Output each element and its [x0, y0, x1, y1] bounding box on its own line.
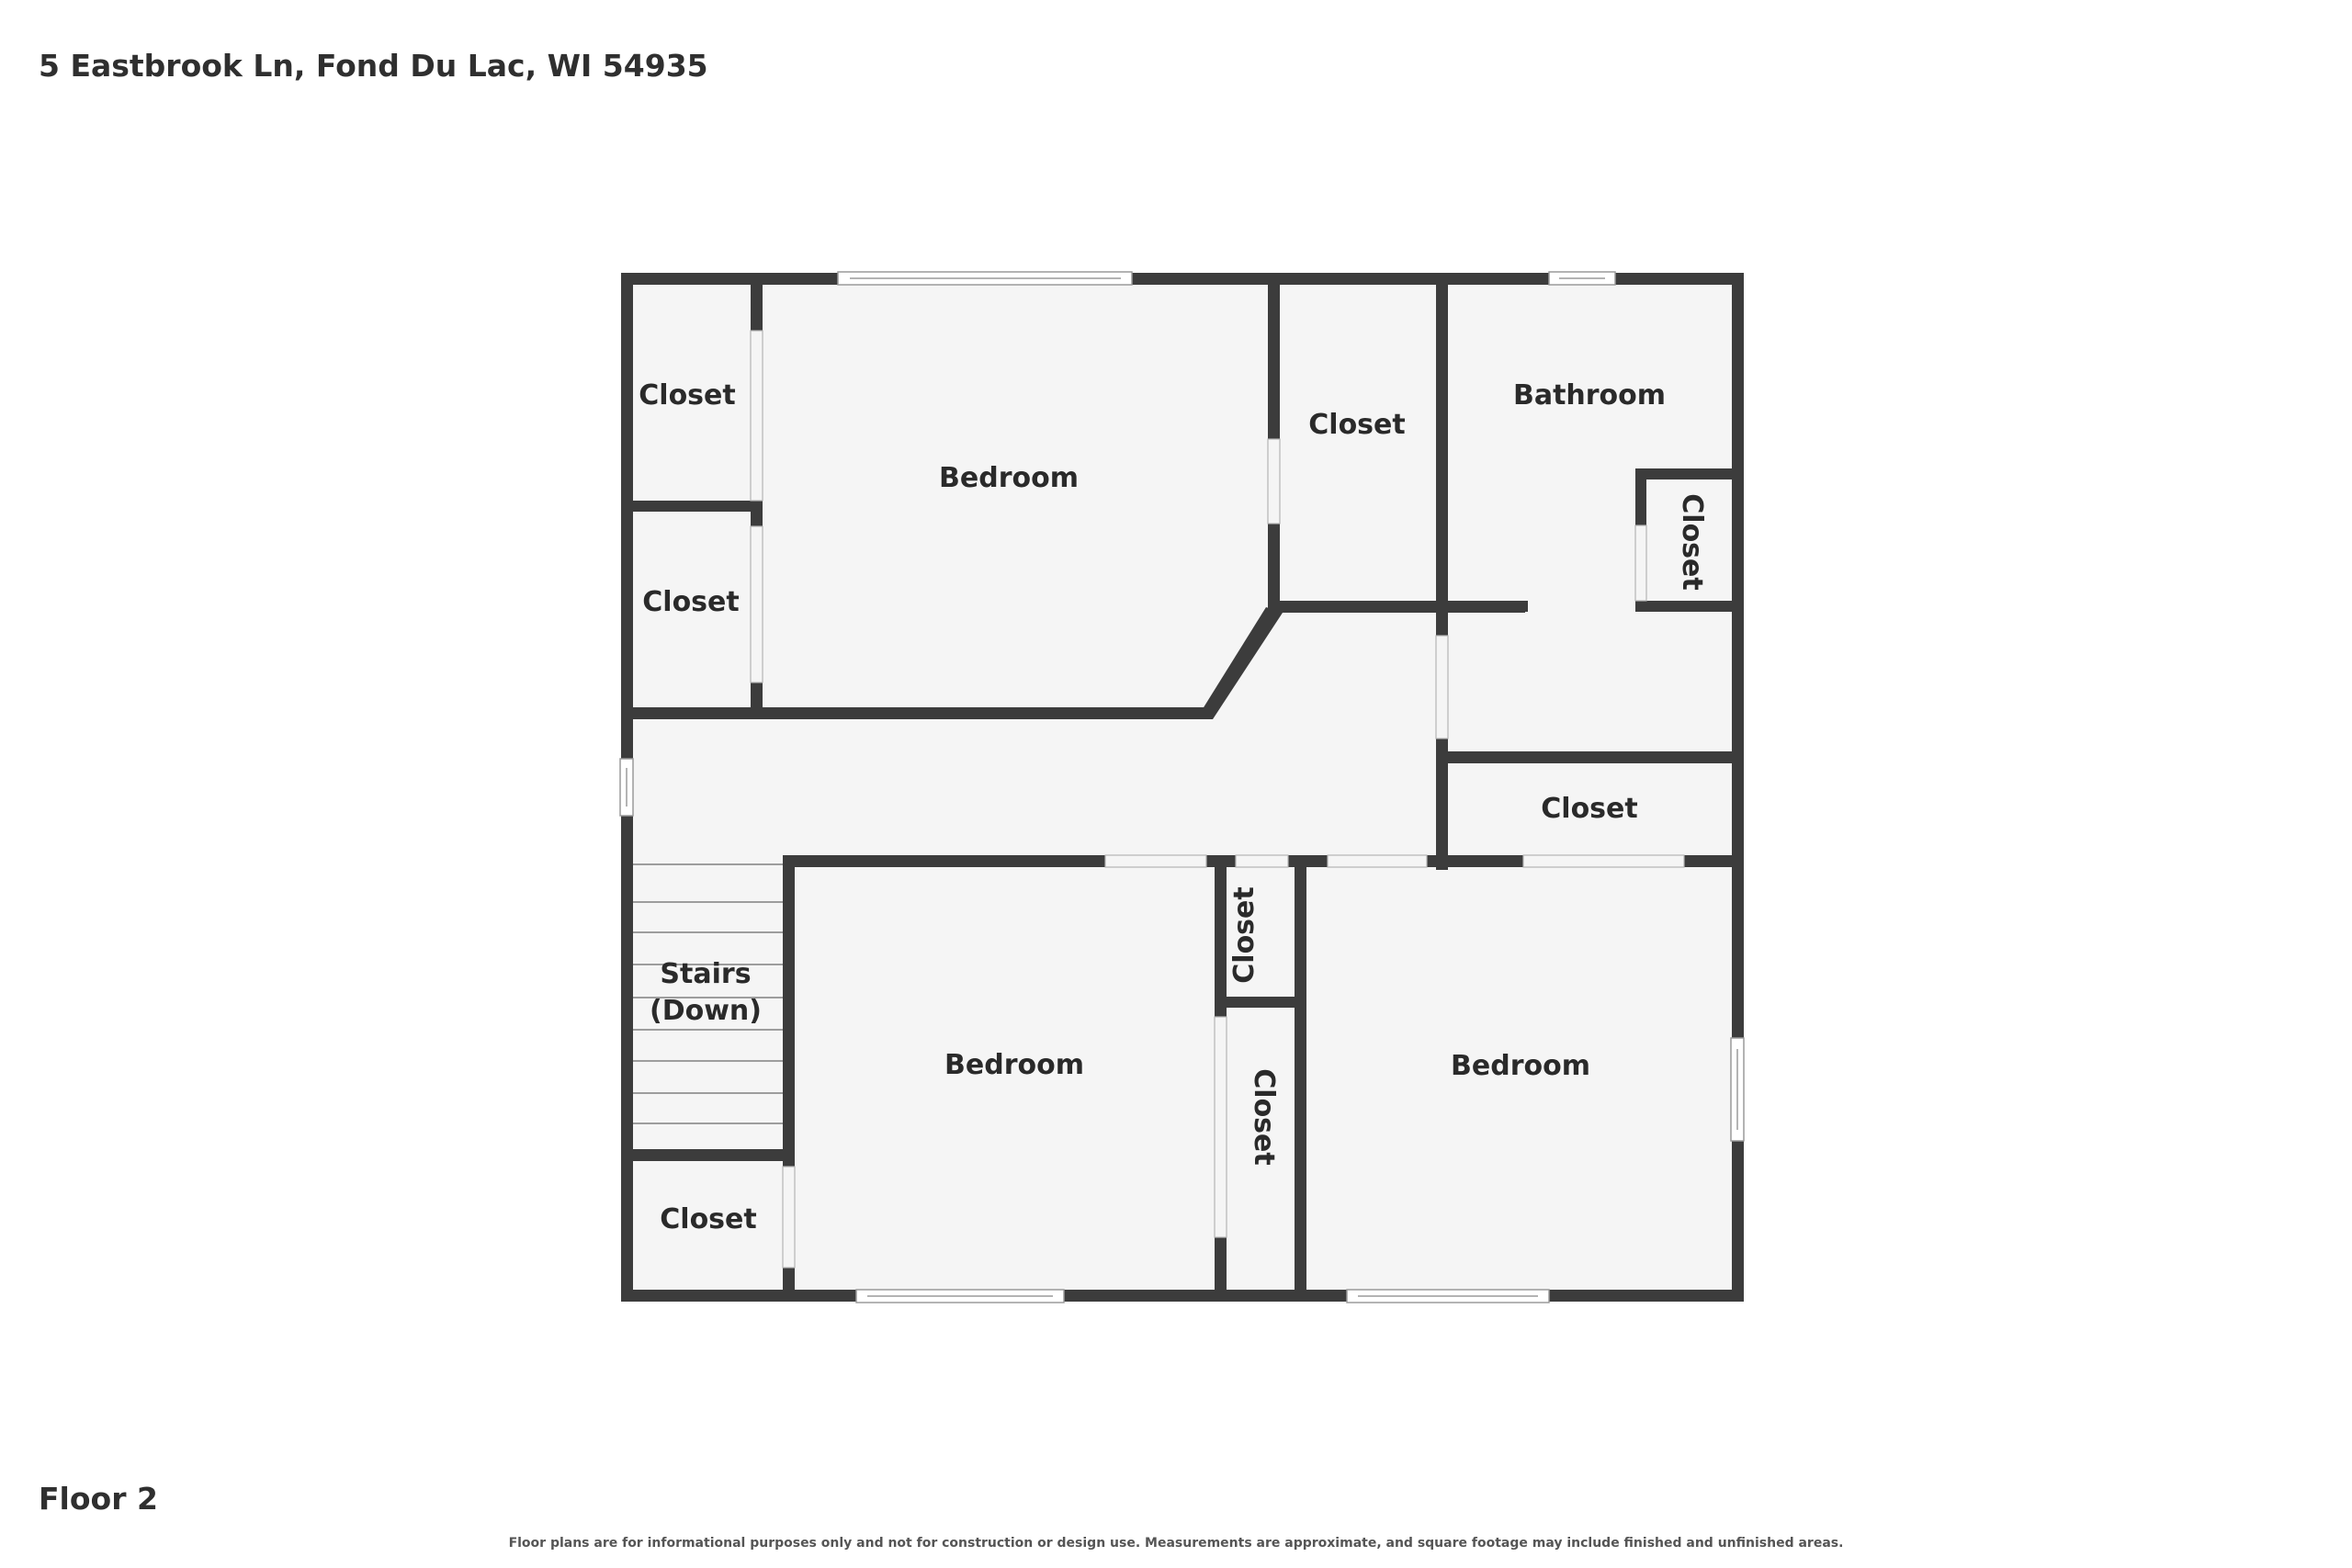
room-label-stairs: Stairs — [660, 958, 751, 990]
room-label-closet: Closet — [1228, 886, 1261, 983]
exterior-wall-right — [1732, 273, 1744, 1302]
wall — [621, 1149, 795, 1161]
door-opening — [1522, 854, 1685, 868]
door-opening — [1435, 635, 1449, 739]
room-label-closet: Closet — [639, 379, 735, 412]
window-bottom-right-bedroom — [1346, 1289, 1550, 1303]
room-label-closet: Closet — [1308, 409, 1405, 441]
door-opening — [750, 330, 763, 502]
room-label-closet: Closet — [1676, 493, 1708, 590]
stairs-area — [633, 867, 783, 1149]
room-label-closet: Closet — [660, 1203, 756, 1235]
room-label-stairs-direction: (Down) — [650, 995, 762, 1027]
wall-diagonal — [1196, 607, 1283, 719]
wall — [1215, 997, 1306, 1008]
door-opening — [1327, 854, 1428, 868]
wall — [1295, 855, 1306, 1302]
window-top-bedroom — [837, 271, 1133, 286]
door-opening — [1635, 612, 1646, 643]
door-opening — [782, 1166, 796, 1269]
door-opening — [1235, 854, 1289, 868]
room-label-bedroom: Bedroom — [939, 462, 1079, 494]
disclaimer: Floor plans are for informational purpos… — [508, 1536, 1844, 1551]
window-bottom-left-bedroom — [855, 1289, 1065, 1303]
room-label-closet: Closet — [642, 586, 739, 618]
stairs-treads — [633, 863, 783, 1124]
wall — [621, 501, 763, 512]
wall — [621, 707, 1213, 719]
property-address: 5 Eastbrook Ln, Fond Du Lac, WI 54935 — [39, 48, 708, 84]
wall — [1635, 601, 1744, 612]
wall — [1635, 468, 1744, 479]
wall — [1436, 601, 1528, 612]
door-opening — [1267, 438, 1281, 525]
room-label-bedroom: Bedroom — [944, 1049, 1084, 1081]
door-opening — [750, 525, 763, 683]
door-opening — [1214, 1016, 1227, 1238]
door-opening — [1104, 854, 1207, 868]
floor-area — [621, 273, 1744, 1302]
room-label-bathroom: Bathroom — [1513, 379, 1666, 412]
room-label-closet: Closet — [1248, 1068, 1280, 1165]
room-label-closet: Closet — [1541, 793, 1637, 825]
wall — [1436, 751, 1744, 763]
window-right-bedroom — [1730, 1037, 1745, 1142]
window-top-bathroom — [1548, 271, 1616, 286]
wall — [1436, 273, 1448, 870]
floor-label: Floor 2 — [39, 1481, 158, 1517]
window-left-hall — [619, 758, 634, 817]
room-label-bedroom: Bedroom — [1451, 1050, 1590, 1082]
door-opening — [1634, 525, 1647, 602]
